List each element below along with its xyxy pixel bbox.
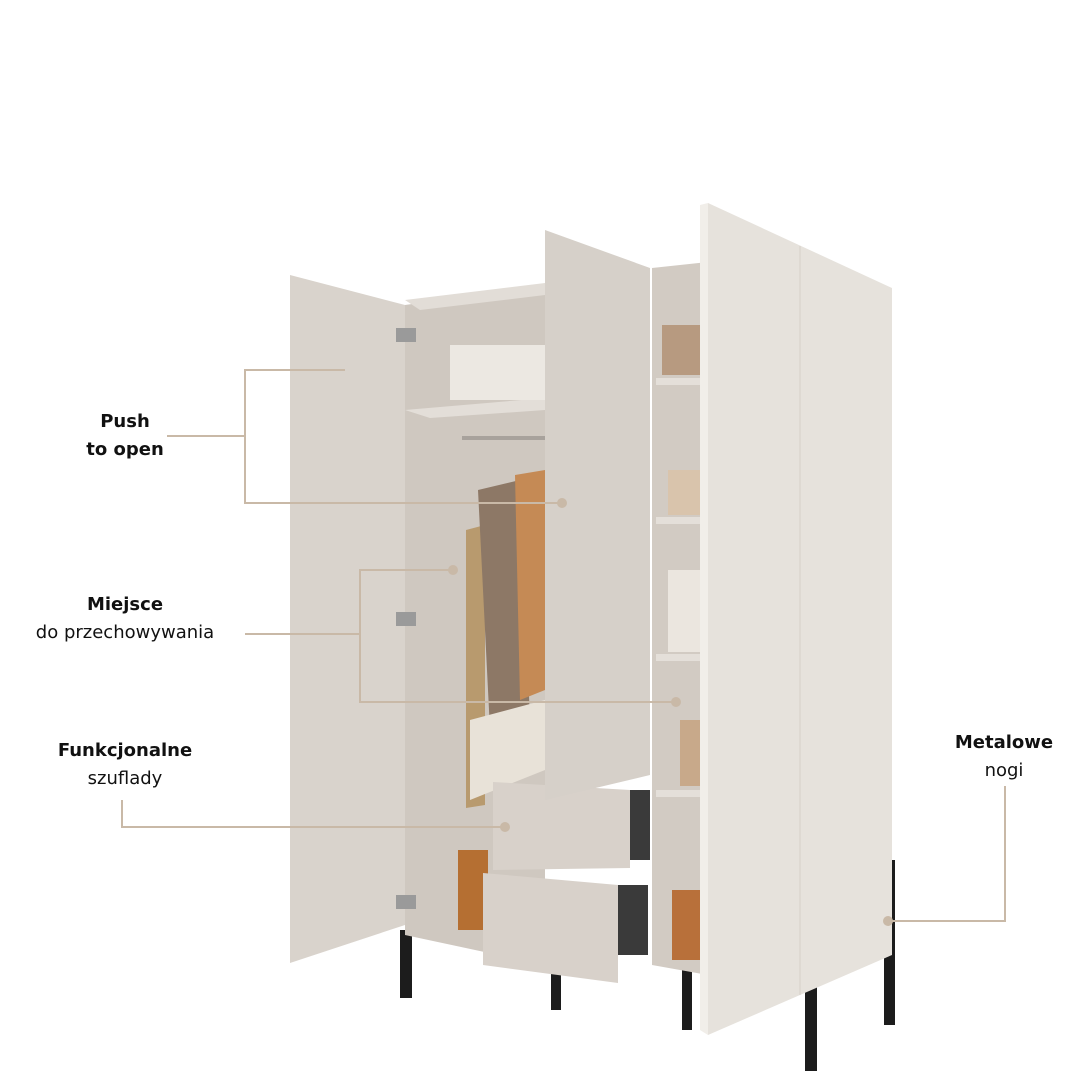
hinges [396, 328, 416, 909]
callout-dots [448, 498, 893, 926]
shelf [405, 398, 545, 418]
label-title: Funkcjonalne [57, 740, 193, 761]
drawer-top [493, 782, 630, 870]
hanging-clothes [466, 470, 545, 808]
callout-lines [121, 369, 1006, 922]
push-to-open-label: Push to open [86, 408, 164, 464]
hanging-rail [462, 436, 545, 440]
label-title: Miejsce [86, 594, 164, 615]
label-subtitle: nogi [984, 760, 1024, 781]
drawer-bottom [483, 873, 618, 983]
storage-box [450, 345, 545, 400]
column-shelves [656, 378, 708, 797]
drawers-label: Funkcjonalne szuflady [58, 737, 192, 793]
label-subtitle: do przechowywania [35, 622, 215, 643]
middle-door [545, 230, 650, 800]
storage-label: Miejsce do przechowywania [36, 591, 214, 647]
label-title: Metalowe [954, 732, 1054, 753]
label-title: Push [100, 411, 150, 432]
label-subtitle: szuflady [87, 768, 163, 789]
label-subtitle: to open [86, 439, 164, 460]
left-door [290, 275, 405, 963]
legs-label: Metalowe nogi [955, 729, 1053, 785]
